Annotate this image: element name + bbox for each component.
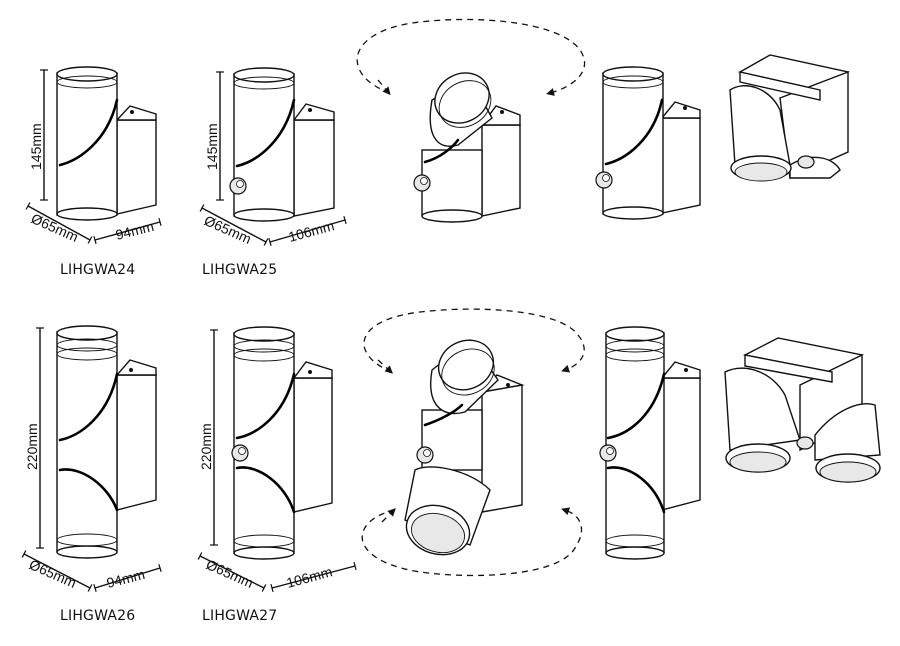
- height-label-lihgwa24: 145mm: [28, 123, 44, 170]
- dimension-depth-lihgwa25: 106mm: [268, 215, 347, 247]
- fixture-front-view-single: [595, 66, 701, 220]
- dimension-height-lihgwa25: 145mm: [204, 71, 224, 201]
- fixture-rear-view-single: [729, 54, 850, 182]
- depth-label-lihgwa25: 106mm: [287, 217, 336, 245]
- fixture-front-view-double: [599, 326, 701, 560]
- fixture-rear-view-double: [724, 337, 881, 483]
- dimension-height-lihgwa24: 145mm: [28, 69, 48, 201]
- fixture-lihgwa26: [56, 325, 157, 559]
- model-label-lihgwa26: LIHGWA26: [60, 608, 136, 624]
- fixture-rotating-single: [356, 18, 586, 223]
- depth-label-lihgwa27: 106mm: [285, 563, 334, 591]
- model-label-lihgwa24: LIHGWA24: [60, 262, 136, 278]
- dimension-depth-lihgwa27: 106mm: [270, 561, 357, 593]
- height-label-lihgwa26: 220mm: [24, 423, 40, 470]
- fixture-lihgwa25: [229, 67, 335, 222]
- height-label-lihgwa27: 220mm: [198, 423, 214, 470]
- depth-label-lihgwa26: 94mm: [105, 566, 147, 591]
- rotation-arrow-bottom-double: [361, 507, 583, 577]
- dimension-diameter-lihgwa26: Ø65mm: [21, 550, 93, 592]
- dimension-diameter-lihgwa27: Ø65mm: [197, 552, 267, 592]
- rotation-arrow-top: [356, 18, 586, 96]
- model-label-lihgwa27: LIHGWA27: [202, 608, 278, 624]
- diameter-label-lihgwa26: Ø65mm: [27, 556, 79, 591]
- depth-label-lihgwa24: 94mm: [114, 218, 156, 243]
- diameter-label-lihgwa27: Ø65mm: [204, 556, 256, 591]
- fixture-rotating-double: [361, 308, 585, 577]
- dimension-height-lihgwa27: 220mm: [198, 329, 218, 546]
- height-label-lihgwa25: 145mm: [204, 123, 220, 170]
- dimension-height-lihgwa26: 220mm: [24, 327, 44, 549]
- rotation-arrow-top-double: [363, 308, 585, 373]
- fixture-lihgwa27: [231, 326, 333, 560]
- dimension-depth-lihgwa26: 94mm: [93, 564, 162, 592]
- model-label-lihgwa25: LIHGWA25: [202, 262, 278, 278]
- fixture-lihgwa24: [56, 66, 157, 221]
- dimension-depth-lihgwa24: 94mm: [93, 218, 162, 245]
